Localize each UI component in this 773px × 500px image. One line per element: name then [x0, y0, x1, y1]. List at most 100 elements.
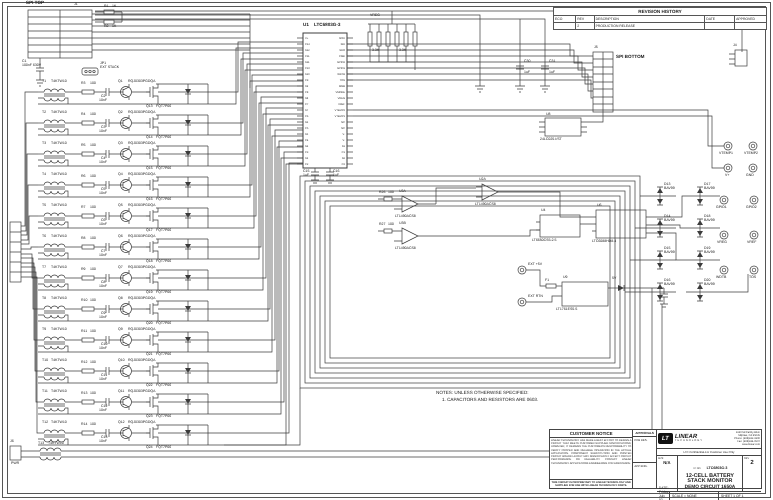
- svg-text:MMB: MMB: [339, 85, 345, 88]
- cell-block: T7 T4KTW10 R9 100 C8 10nF Q7 RQJ0303PGDQ…: [38, 265, 224, 297]
- resistor-ref: R3: [81, 81, 86, 85]
- diode-ref: D15: [664, 246, 671, 250]
- cap-value: 10nF: [99, 408, 107, 412]
- cell-block-column: T1 T4KTW10 R3 100 C2 10nF Q1 RQJ0303PGDQ…: [38, 79, 224, 452]
- svg-text:WDTB: WDTB: [337, 73, 345, 76]
- cell-schematic-symbols: [38, 176, 224, 198]
- mosfet-ref: Q18: [146, 259, 153, 263]
- j4-connector: [729, 49, 748, 67]
- transformer-ref: T5: [42, 203, 47, 207]
- rev-date-value: [705, 23, 736, 29]
- c31-ref: C31: [549, 59, 556, 63]
- revision-history-row: 2 PRODUCTION RELEASE: [554, 23, 766, 29]
- svg-text:C8: C8: [305, 91, 309, 94]
- u4-part: LT6650CS5-2.5: [532, 238, 557, 242]
- transformer-part: T4KTW10: [51, 265, 67, 269]
- svg-text:VREF: VREF: [338, 103, 345, 106]
- mosfet-ref: Q16: [146, 197, 153, 201]
- svg-text:S6: S6: [305, 121, 309, 124]
- transformer-ref: T9: [42, 327, 47, 331]
- svg-text:SCKI: SCKI: [339, 37, 345, 40]
- cell-block: T6 T4KTW10 R8 100 C7 10nF Q6 RQJ0303PGDQ…: [38, 234, 224, 266]
- u1-part: LTC6803G-3: [314, 22, 341, 27]
- reference-ics: [536, 195, 686, 261]
- mosfet-part: FQT7P06: [156, 414, 172, 418]
- spi-bottom-ref: J5: [594, 45, 598, 49]
- transformer-part: T4KTW10: [51, 172, 67, 176]
- mosfet-ref: Q21: [146, 352, 153, 356]
- svg-text:NC: NC: [341, 121, 345, 124]
- approvals-title: APPROVALS: [633, 430, 656, 437]
- cell-block: T11 T4KTW10 R13 100 C12 10nF Q11 RQJ0303…: [38, 389, 224, 421]
- jumper-label: EXT STACK: [100, 65, 120, 69]
- svg-text:C10: C10: [305, 67, 310, 70]
- brand-name: LINEAR TECHNOLOGY: [675, 434, 703, 443]
- customer-notice-title: CUSTOMER NOTICE: [550, 430, 633, 438]
- c15-value: 1uF: [303, 173, 310, 177]
- svg-text:VMODE: VMODE: [335, 91, 345, 94]
- spi-top-connector: [27, 9, 251, 88]
- bav99-diode-groups: [625, 186, 749, 302]
- resistor-ref: R12: [81, 360, 88, 364]
- title-block: CUSTOMER NOTICE LINEAR TECHNOLOGY HAS MA…: [549, 429, 762, 500]
- transformer-ref: T12: [42, 420, 49, 424]
- turret-label: GPIO2: [746, 205, 757, 209]
- svg-text:S5: S5: [305, 133, 309, 136]
- resistor-ref: R7: [81, 205, 86, 209]
- vreg-net-label: VREG: [370, 13, 380, 17]
- transformer-ref: T1: [42, 79, 47, 83]
- cap-value: 10nF: [99, 439, 107, 443]
- svg-text:S3: S3: [305, 157, 309, 160]
- transformer-part: T4KTW10: [51, 110, 67, 114]
- transistor-part: RQJ0303PGDQA: [128, 79, 156, 83]
- cell-schematic-symbols: [38, 300, 224, 322]
- svg-text:C11: C11: [305, 55, 310, 58]
- diode-part: BAV99: [664, 282, 675, 286]
- linear-technology-logo-icon: LT: [657, 433, 673, 445]
- transistor-part: RQJ0303PGDQA: [128, 172, 156, 176]
- svg-text:S8: S8: [305, 97, 309, 100]
- transistor-part: RQJ0303PGDQA: [128, 296, 156, 300]
- resistor-ref: R4: [81, 112, 86, 116]
- svg-text:S10: S10: [305, 73, 310, 76]
- cell-schematic-symbols: [38, 83, 224, 105]
- r26-value: 100: [388, 190, 394, 194]
- pullup-resistor-cluster: [367, 23, 418, 70]
- diode-ref: D17: [704, 182, 711, 186]
- transformer-part: T4KTW10: [51, 389, 67, 393]
- transformer-ref: T6: [42, 234, 47, 238]
- cell-block: T8 T4KTW10 R10 100 C9 10nF Q8 RQJ0303PGD…: [38, 296, 224, 328]
- mosfet-ref: Q22: [146, 383, 153, 387]
- input-filter-symbols: [36, 9, 123, 87]
- svg-text:C6: C6: [305, 115, 309, 118]
- ic-no-label: IC NO.: [693, 466, 702, 470]
- svg-text:SDO: SDO: [339, 49, 345, 52]
- customer-notice-body: LINEAR TECHNOLOGY HAS MADE A BEST EFFORT…: [551, 439, 632, 465]
- notes-line-2: 1. CAPACITORS AND RESISTORS ARE 0603.: [442, 397, 539, 402]
- svg-text:V-: V-: [343, 133, 346, 136]
- approvals-column: APPROVALS PCB DES. APP ENG.: [633, 430, 657, 488]
- turret-label: TOS: [749, 275, 757, 279]
- u9-ref: U9: [563, 275, 568, 279]
- u9-part: LT1761ES5-5: [556, 307, 578, 311]
- diode-part: BAV99: [664, 186, 675, 190]
- mosfet-part: FQT7P06: [156, 321, 172, 325]
- u6-ref: U6: [597, 203, 602, 207]
- resistor-value: 100: [90, 267, 96, 271]
- rev-col-eco: ECO: [554, 16, 577, 22]
- r2-value: 1K: [112, 24, 117, 28]
- discharge-loop-wires: [299, 175, 641, 389]
- resistor-ref: R8: [81, 236, 86, 240]
- transistor-part: RQJ0303PGDQA: [128, 265, 156, 269]
- cell-block: T4 T4KTW10 R6 100 C5 10nF Q4 RQJ0303PGDQ…: [38, 172, 224, 204]
- u1-ic-body: [302, 32, 348, 169]
- cell-block: T10 T4KTW10 R12 100 C11 10nF Q10 RQJ0303…: [38, 358, 224, 390]
- transformer-part: T4KTW10: [51, 79, 67, 83]
- transformer-part: T4KTW10: [51, 420, 67, 424]
- rev-col-description: DESCRIPTION: [595, 16, 706, 22]
- transformer-part: T4KTW10: [51, 234, 67, 238]
- eeprom-part: 24LC025-I/ST: [540, 137, 562, 141]
- ic-number: LTC6803G-3: [706, 465, 728, 470]
- transformer-ref: T10: [42, 358, 49, 362]
